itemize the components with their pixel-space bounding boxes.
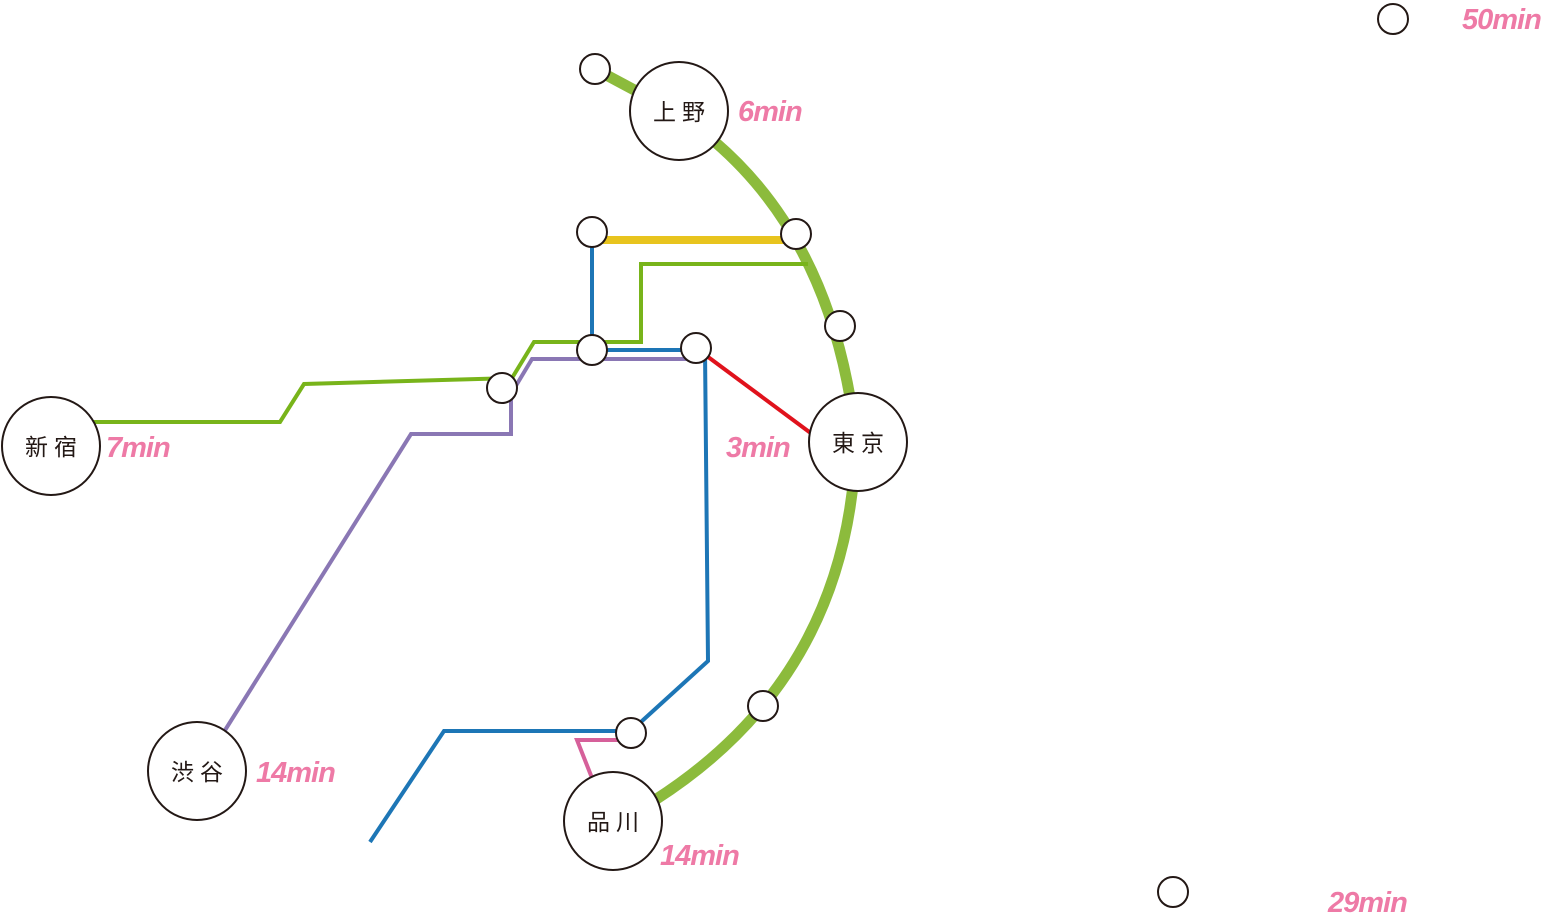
station-node[interactable]: [579, 53, 611, 85]
time-label-tokyo: 3min: [726, 432, 790, 464]
station-node[interactable]: [486, 372, 518, 404]
station-shibuya-circle[interactable]: [147, 721, 247, 821]
station-node[interactable]: [680, 332, 712, 364]
blue-line-lower: [368, 349, 711, 844]
station-node[interactable]: [824, 310, 856, 342]
time-label-shinjuku: 7min: [106, 432, 170, 464]
green-line: [80, 262, 808, 424]
time-label-bottom-right: 29min: [1327, 887, 1407, 918]
station-node[interactable]: [576, 334, 608, 366]
station-shinjuku[interactable]: 新宿: [1, 396, 101, 496]
station-shinagawa[interactable]: 品川: [563, 771, 663, 871]
station-shinjuku-circle[interactable]: [1, 396, 101, 496]
red-line: [694, 346, 814, 436]
time-label-shinagawa: 14min: [660, 840, 739, 872]
station-shinagawa-circle[interactable]: [563, 771, 663, 871]
station-tokyo[interactable]: 東京: [808, 392, 908, 492]
station-shinjuku-label: 新宿: [25, 435, 83, 461]
station-node[interactable]: [576, 216, 608, 248]
station-ueno[interactable]: 上野: [629, 61, 729, 161]
station-shibuya-label: 渋谷: [171, 760, 229, 786]
time-label-shibuya: 14min: [256, 757, 335, 789]
time-label-ueno: 6min: [738, 96, 802, 128]
travel-times: 6min 3min 7min 14min 14min 50min 29min: [106, 4, 1542, 918]
station-shibuya[interactable]: 渋谷: [147, 721, 247, 821]
station-tokyo-circle[interactable]: [808, 392, 908, 492]
pink-line: [574, 738, 631, 779]
station-node[interactable]: [747, 690, 779, 722]
station-ueno-circle[interactable]: [629, 61, 729, 161]
station-node[interactable]: [615, 717, 647, 749]
station-tokyo-label: 東京: [832, 431, 890, 457]
small-stations: [486, 3, 1409, 908]
station-node[interactable]: [1377, 3, 1409, 35]
station-node[interactable]: [1157, 876, 1189, 908]
station-node[interactable]: [780, 218, 812, 250]
station-shinagawa-label: 品川: [587, 810, 645, 836]
station-ueno-label: 上野: [653, 100, 711, 126]
time-label-top-right: 50min: [1462, 4, 1541, 36]
purple-line: [220, 357, 696, 737]
blue-line-upper: [590, 233, 705, 352]
